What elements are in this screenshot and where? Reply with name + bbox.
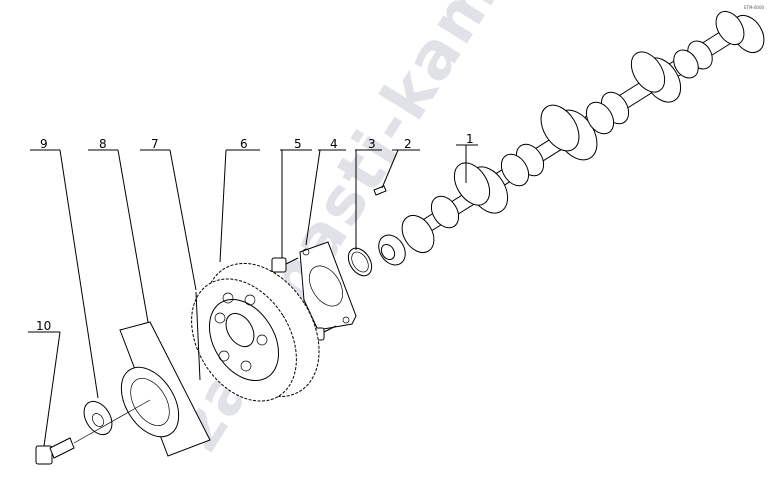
spacer-plate	[195, 291, 201, 381]
callout-10: 10	[36, 319, 51, 333]
key	[373, 185, 387, 196]
corner-tag: ETM-0000	[744, 5, 765, 10]
thrust-flange	[299, 241, 357, 331]
callout-8: 8	[99, 137, 107, 151]
leader-lines	[28, 144, 478, 447]
gear-bolt	[35, 399, 151, 465]
camshaft-gear	[191, 262, 320, 402]
cover-plate	[119, 321, 211, 457]
watermark-text: zapchasti-kamaz.ru	[161, 0, 616, 463]
callout-6: 6	[240, 137, 248, 151]
thrust-ring	[347, 247, 373, 277]
callout-9: 9	[40, 137, 48, 151]
callout-4: 4	[330, 137, 338, 151]
callout-2: 2	[404, 137, 412, 151]
callout-3: 3	[368, 137, 376, 151]
callout-7: 7	[151, 137, 159, 151]
camshaft	[378, 10, 765, 266]
callout-1: 1	[466, 132, 474, 146]
washer	[83, 400, 113, 436]
callout-labels: 1 2 3 4 5 6 7 8 9 10	[36, 132, 474, 333]
callout-5: 5	[294, 137, 302, 151]
